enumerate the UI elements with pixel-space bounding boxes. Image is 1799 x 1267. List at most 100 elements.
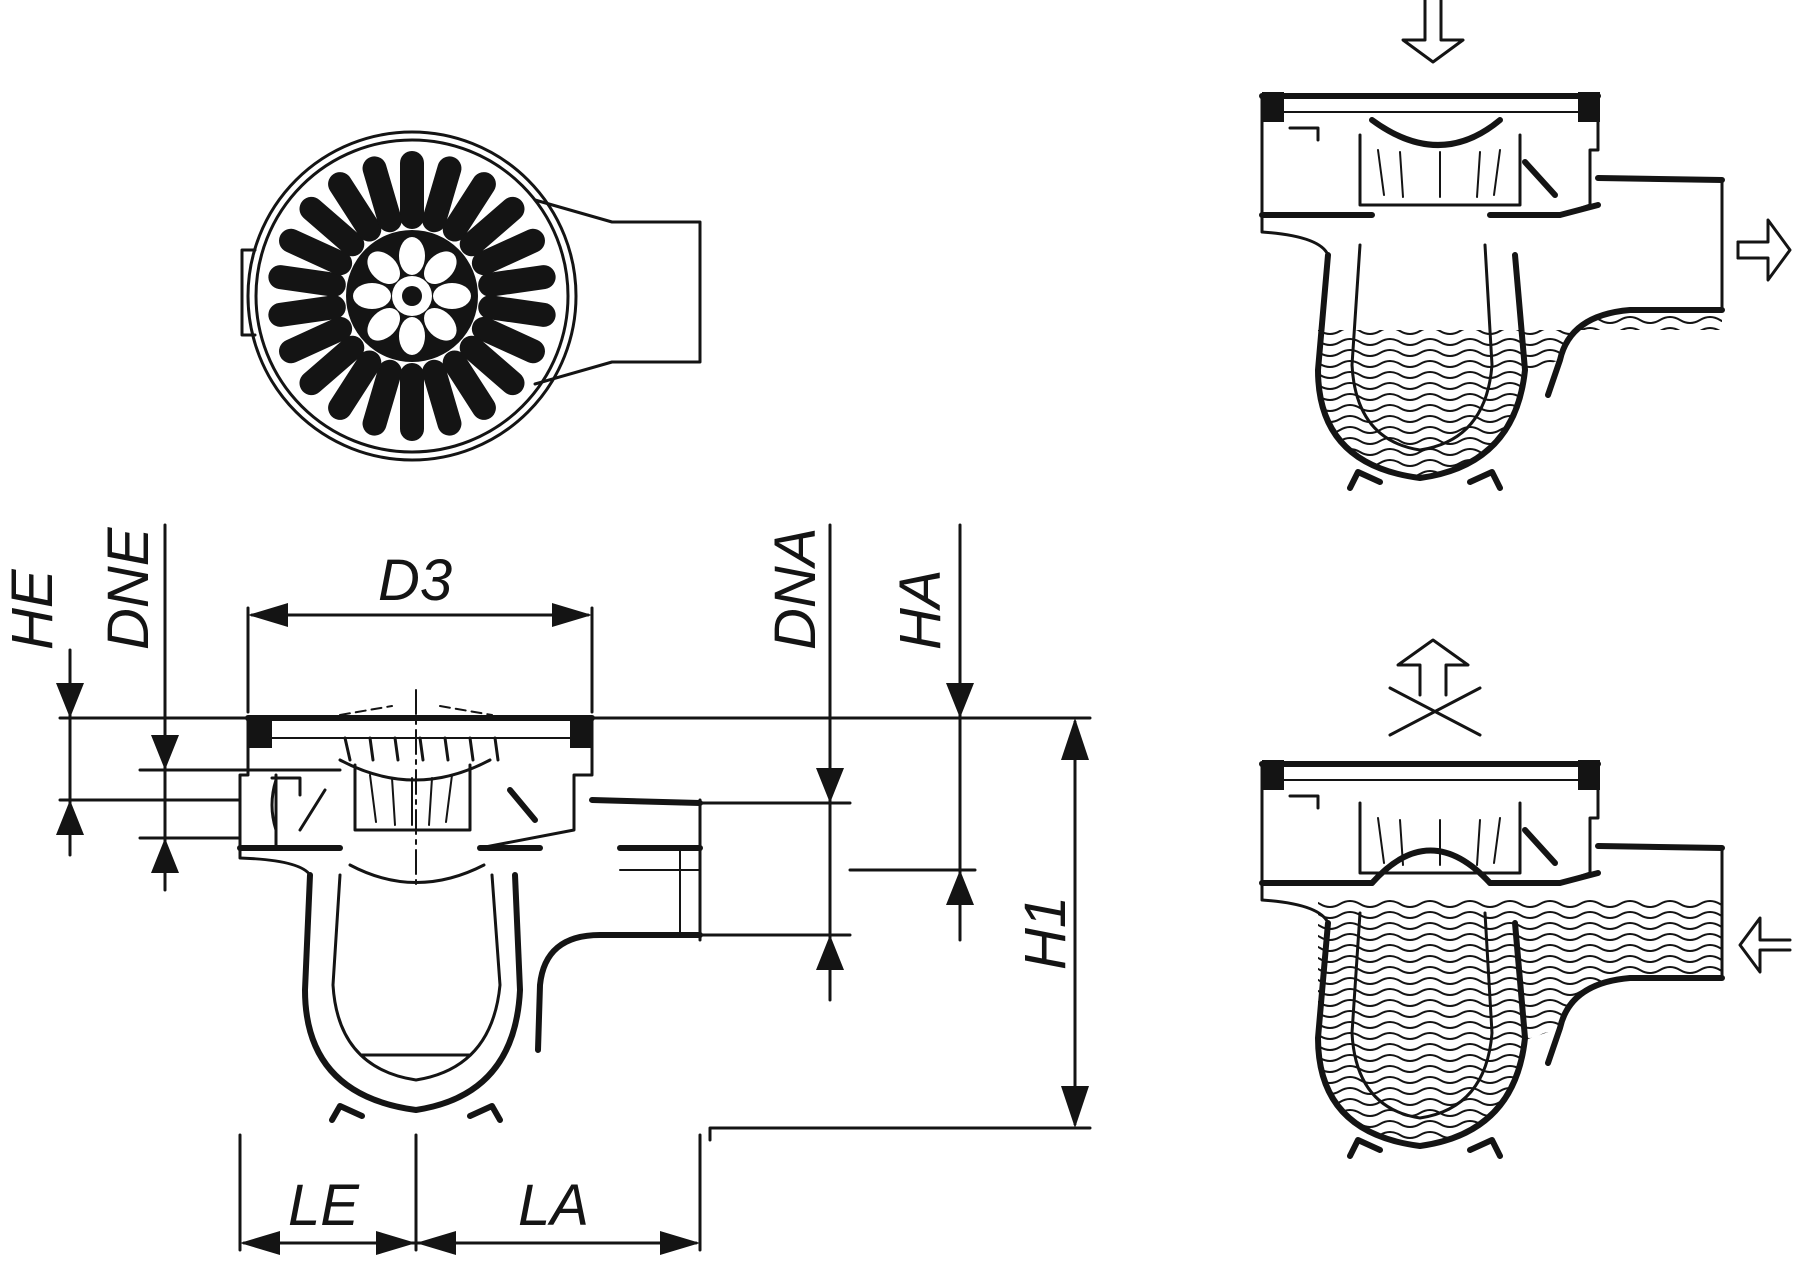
grate-slot (459, 335, 525, 396)
label-h1: H1 (1013, 896, 1078, 970)
grate-slot (459, 196, 525, 257)
drain-section (1259, 760, 1725, 1159)
label-ha: HA (888, 569, 953, 650)
dimension-dne: DNE (96, 523, 342, 892)
basket (1358, 801, 1522, 875)
left-seal (1288, 126, 1320, 142)
wave-line (1318, 448, 1722, 456)
trap-feet (1347, 1137, 1503, 1159)
section-backflow-blocked (1259, 638, 1792, 1159)
right-seal (1522, 159, 1558, 198)
trap-bowl-inner (1350, 243, 1494, 452)
label-dna: DNA (763, 528, 828, 650)
body-flange (1259, 202, 1601, 218)
left-seal (1288, 794, 1320, 810)
outlet-pipe (1545, 843, 1725, 1066)
rosette-petal (424, 251, 457, 284)
basket-ribs (1377, 817, 1501, 866)
down-arrow-icon (1401, 0, 1465, 64)
dimension-dna: DNA (698, 523, 852, 1002)
wave-line (1318, 922, 1722, 930)
wave-line (1318, 1032, 1722, 1040)
grate-slot (400, 363, 424, 441)
frame-right-block (1578, 760, 1600, 790)
label-d3: D3 (378, 548, 452, 613)
grate-slot (279, 316, 353, 364)
flange-left (1260, 881, 1330, 925)
trap-bowl-outer (1315, 252, 1528, 481)
wave-line (1318, 360, 1722, 368)
grate-center-rosette (346, 230, 478, 362)
label-le: LE (288, 1173, 360, 1238)
wave-line (1318, 349, 1722, 357)
trap-bowl-inner (1350, 911, 1494, 1120)
grate-slot (362, 156, 402, 233)
top-view-grate (240, 130, 702, 462)
grate-slot (299, 335, 365, 396)
label-la: LA (518, 1173, 589, 1238)
rosette-petal (367, 308, 400, 341)
body-flange (1259, 870, 1601, 886)
float-closed (1369, 847, 1493, 886)
grate-slots (268, 151, 556, 441)
flow-in-arrow (1401, 0, 1465, 64)
wave-line (1318, 900, 1722, 908)
grate-slot (478, 295, 556, 327)
rosette-petal (424, 308, 457, 341)
blocked-up-arrow-icon (1388, 638, 1482, 737)
float-open (1369, 117, 1503, 148)
wave-line (1318, 1076, 1722, 1084)
wave-line (1300, 482, 1740, 488)
dimension-he: HE (0, 568, 837, 857)
rosette-petal (399, 237, 425, 275)
blocked-upflow-arrow (1388, 638, 1482, 737)
left-arrow-icon (1738, 916, 1792, 974)
grate-slot (422, 156, 462, 233)
label-he: HE (0, 568, 65, 650)
wave-line (1318, 944, 1722, 952)
grate-slot (442, 172, 496, 242)
wave-line (1318, 1109, 1722, 1117)
grate-slot (299, 196, 365, 257)
grate-slot (471, 316, 545, 364)
frame-left-block (1262, 760, 1284, 790)
grate-slot (268, 265, 346, 297)
frame-right-block (1578, 92, 1600, 122)
frame-sides (1260, 762, 1600, 885)
grate-slot (478, 265, 556, 297)
water-waves (1318, 900, 1722, 1146)
grate-slot (268, 295, 346, 327)
drain-section (1259, 92, 1740, 491)
wave-line (1318, 371, 1722, 379)
grate-slot (328, 172, 382, 242)
wave-line (1318, 1120, 1722, 1128)
backflow-in-arrow (1738, 916, 1792, 974)
basket (1358, 133, 1522, 207)
grate-slot (279, 228, 353, 276)
wave-line (1318, 1098, 1722, 1106)
rosette-center-dot (402, 286, 422, 306)
wave-line (1318, 933, 1722, 941)
dimension-h1: H1 (708, 716, 1092, 1142)
right-arrow-icon (1736, 218, 1792, 282)
grate-slot (328, 350, 382, 420)
trap-feet (1347, 469, 1503, 491)
wave-line (1318, 327, 1722, 335)
section-view-dimensioned: D3 HE DNE DNA (0, 523, 1092, 1255)
grate-slot (422, 359, 462, 436)
dimension-ha: HA (848, 523, 977, 942)
wave-line (1318, 426, 1722, 434)
rosette-petal (399, 317, 425, 355)
rosette-petal (367, 251, 400, 284)
grate-slot (442, 350, 496, 420)
wave-line (1318, 1021, 1722, 1029)
grate-slot (400, 151, 424, 229)
wave-line (1318, 911, 1722, 919)
wave-line (1318, 955, 1722, 963)
grate-slot (471, 228, 545, 276)
wave-line (1318, 1043, 1722, 1051)
rosette-petal (433, 283, 471, 309)
wave-line (1318, 966, 1722, 974)
flange-left (1260, 213, 1330, 257)
